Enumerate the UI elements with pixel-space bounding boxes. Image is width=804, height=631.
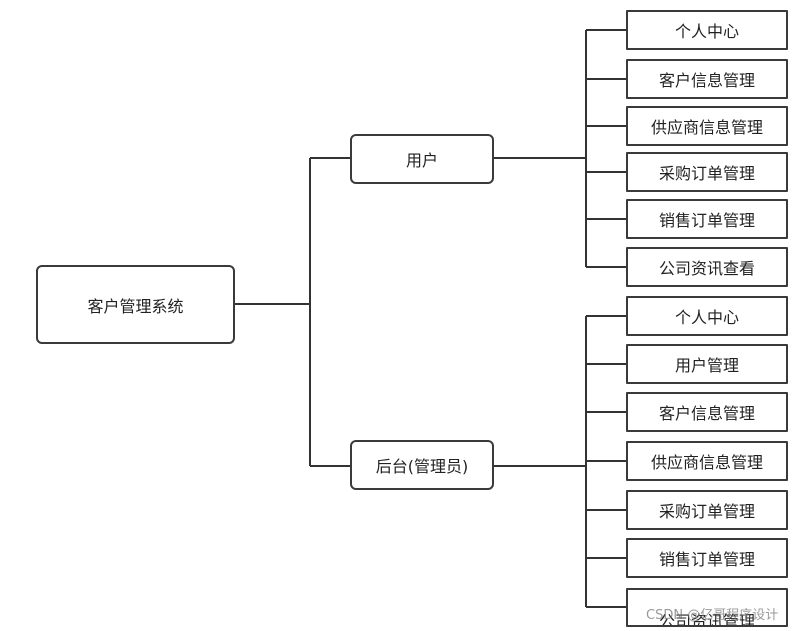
leaf-node: 个人中心 xyxy=(626,10,788,50)
leaf-node: 供应商信息管理 xyxy=(626,106,788,146)
root-label: 客户管理系统 xyxy=(87,296,184,316)
branch-label-user: 用户 xyxy=(405,151,438,170)
watermark: CSDN @亿哥程序设计 xyxy=(646,608,779,623)
leaf-label: 供应商信息管理 xyxy=(650,118,763,137)
leaf-node: 采购订单管理 xyxy=(626,490,788,530)
leaf-label: 公司资讯管理 xyxy=(658,612,755,627)
leaf-label: 客户信息管理 xyxy=(658,71,755,90)
leaf-node: 客户信息管理 xyxy=(626,392,788,432)
leaf-label: 供应商信息管理 xyxy=(650,453,763,472)
leaf-node: 公司资讯管理 xyxy=(626,588,788,627)
leaf-label: 销售订单管理 xyxy=(658,550,755,569)
leaf-label: 采购订单管理 xyxy=(658,502,755,521)
leaf-label: 销售订单管理 xyxy=(658,211,755,230)
leaf-label: 个人中心 xyxy=(674,308,739,327)
leaf-node: 采购订单管理 xyxy=(626,152,788,192)
leaf-label: 个人中心 xyxy=(674,22,739,41)
leaf-node: 个人中心 xyxy=(626,296,788,336)
leaf-label: 用户管理 xyxy=(674,356,739,375)
branch-label-admin: 后台(管理员) xyxy=(375,457,469,476)
leaf-node: 销售订单管理 xyxy=(626,199,788,239)
leaf-node: 公司资讯查看 xyxy=(626,247,788,287)
leaf-label: 采购订单管理 xyxy=(658,164,755,183)
leaf-node: 供应商信息管理 xyxy=(626,441,788,481)
root-node: 客户管理系统 xyxy=(36,265,235,344)
leaf-label: 公司资讯查看 xyxy=(658,259,755,278)
branch-node-user: 用户 xyxy=(350,134,494,184)
leaf-node: 销售订单管理 xyxy=(626,538,788,578)
branch-node-admin: 后台(管理员) xyxy=(350,440,494,490)
leaf-node: 客户信息管理 xyxy=(626,59,788,99)
leaf-label: 客户信息管理 xyxy=(658,404,755,423)
leaf-node: 用户管理 xyxy=(626,344,788,384)
